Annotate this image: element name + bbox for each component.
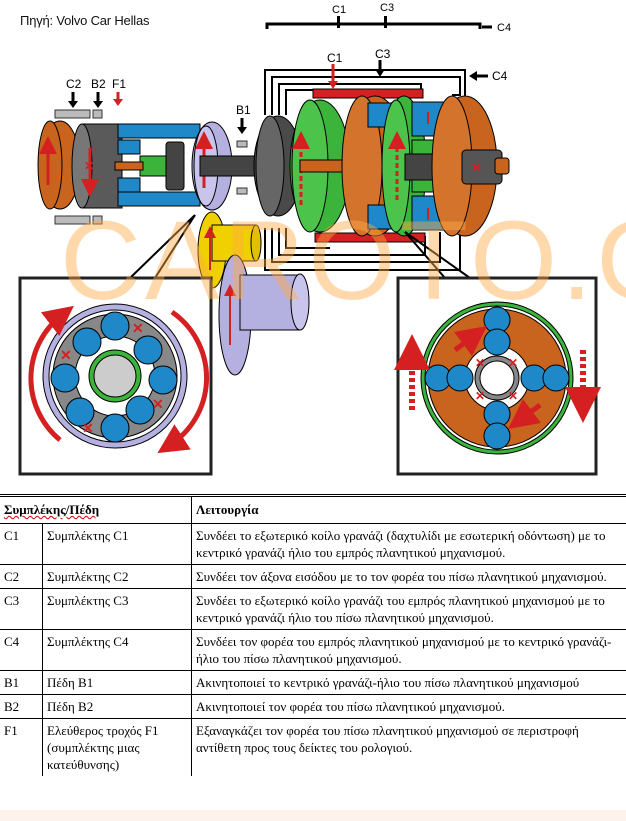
row-code: F1 <box>0 718 43 776</box>
rear-planetary <box>114 123 201 207</box>
row-name: Ελεύθερος τροχός F1 (συμπλέκτης μιας κατ… <box>42 718 192 776</box>
label-b1: B1 <box>236 103 251 117</box>
output-orange-disc: ✕ <box>404 95 510 237</box>
clutch-function-table: Συμπλέκης/Πέδη Λειτουργία C1 Συμπλέκτης … <box>0 494 626 776</box>
table-header-row: Συμπλέκης/Πέδη Λειτουργία <box>0 495 626 524</box>
svg-text:✕: ✕ <box>508 389 518 403</box>
row-name: Συμπλέκτης C2 <box>42 564 192 589</box>
input-orange-disc <box>37 120 81 210</box>
label-c1-top: C1 <box>332 4 346 16</box>
row-code: B1 <box>0 670 43 695</box>
bottom-fade <box>0 810 626 821</box>
label-c4: C4 <box>492 69 508 83</box>
row-function: Συνδέει τον άξονα εισόδου με το τον φορέ… <box>191 564 626 589</box>
svg-text:✕: ✕ <box>475 356 485 370</box>
svg-text:✕: ✕ <box>471 160 482 175</box>
svg-text:✕: ✕ <box>475 389 485 403</box>
source-caption: Πηγή: Volvo Car Hellas <box>20 13 150 28</box>
table-row: C3 Συμπλέκτης C3 Συνδέει το εξωτερικό κο… <box>0 588 626 630</box>
label-f1: F1 <box>112 77 126 91</box>
row-code: C3 <box>0 588 43 630</box>
header-function: Λειτουργία <box>191 495 626 524</box>
clutch-labels: C2 B2 F1 B1 C1 C3 C4 <box>66 47 508 134</box>
row-function: Συνδέει το εξωτερικό κοίλο γρανάζι (δαχτ… <box>191 523 626 565</box>
front-planetary-detail: ✕ ✕ ✕ ✕ <box>18 276 213 476</box>
label-b2: B2 <box>91 77 106 91</box>
row-name: Συμπλέκτης C1 <box>42 523 192 565</box>
label-c2: C2 <box>66 77 82 91</box>
row-name: Συμπλέκτης C4 <box>42 629 192 671</box>
table-row: B1 Πέδη B1 Ακινητοποιεί το κεντρικό γραν… <box>0 670 626 695</box>
callout-lines <box>129 214 471 279</box>
row-function: Ακινητοποιεί τον φορέα του πίσω πλανητικ… <box>191 694 626 719</box>
row-code: C1 <box>0 523 43 565</box>
label-c1: C1 <box>327 51 343 65</box>
table-row: C4 Συμπλέκτης C4 Συνδέει τον φορέα του ε… <box>0 629 626 671</box>
b1-grey-disc <box>253 115 303 217</box>
svg-text:✕: ✕ <box>82 420 94 436</box>
table-row: C2 Συμπλέκτης C2 Συνδέει τον άξονα εισόδ… <box>0 564 626 589</box>
top-clutch-lines-partial: C1 C3 C4 <box>265 2 511 34</box>
header-clutch-brake: Συμπλέκης/Πέδη <box>0 495 192 524</box>
row-code: C2 <box>0 564 43 589</box>
row-name: Πέδη B2 <box>42 694 192 719</box>
row-function: Ακινητοποιεί το κεντρικό γρανάζι-ήλιο το… <box>191 670 626 695</box>
svg-text:✕: ✕ <box>152 396 164 412</box>
svg-text:✕: ✕ <box>84 159 94 173</box>
brake-plates-left <box>54 109 248 225</box>
row-code: C4 <box>0 629 43 671</box>
label-c3-top: C3 <box>380 2 394 14</box>
row-function: Συνδέει τον φορέα του εμπρός πλανητικού … <box>191 629 626 671</box>
row-code: B2 <box>0 694 43 719</box>
label-c4-top: C4 <box>497 22 511 34</box>
label-c3: C3 <box>375 47 391 61</box>
row-function: Εξαναγκάζει τον φορέα του πίσω πλανητικο… <box>196 723 579 755</box>
table-row: F1 Ελεύθερος τροχός F1 (συμπλέκτης μιας … <box>0 718 626 776</box>
row-name: Πέδη B1 <box>42 670 192 695</box>
row-function: Συνδέει το εξωτερικό κοίλο γρανάζι του ε… <box>191 588 626 630</box>
transmission-diagram: C1 C3 C4 C2 B2 F1 B1 C1 C3 C4 <box>18 2 601 476</box>
svg-text:✕: ✕ <box>60 347 72 363</box>
front-green-disc <box>289 99 361 233</box>
table-row: C1 Συμπλέκτης C1 Συνδέει το εξωτερικό κο… <box>0 523 626 565</box>
svg-text:✕: ✕ <box>508 356 518 370</box>
rear-planetary-detail: ✕ ✕ ✕ ✕ <box>394 276 601 476</box>
table-row: B2 Πέδη B2 Ακινητοποιεί τον φορέα του πί… <box>0 694 626 719</box>
transfer-gears <box>197 211 310 376</box>
svg-text:✕: ✕ <box>132 320 144 336</box>
row-name: Συμπλέκτης C3 <box>42 588 192 630</box>
